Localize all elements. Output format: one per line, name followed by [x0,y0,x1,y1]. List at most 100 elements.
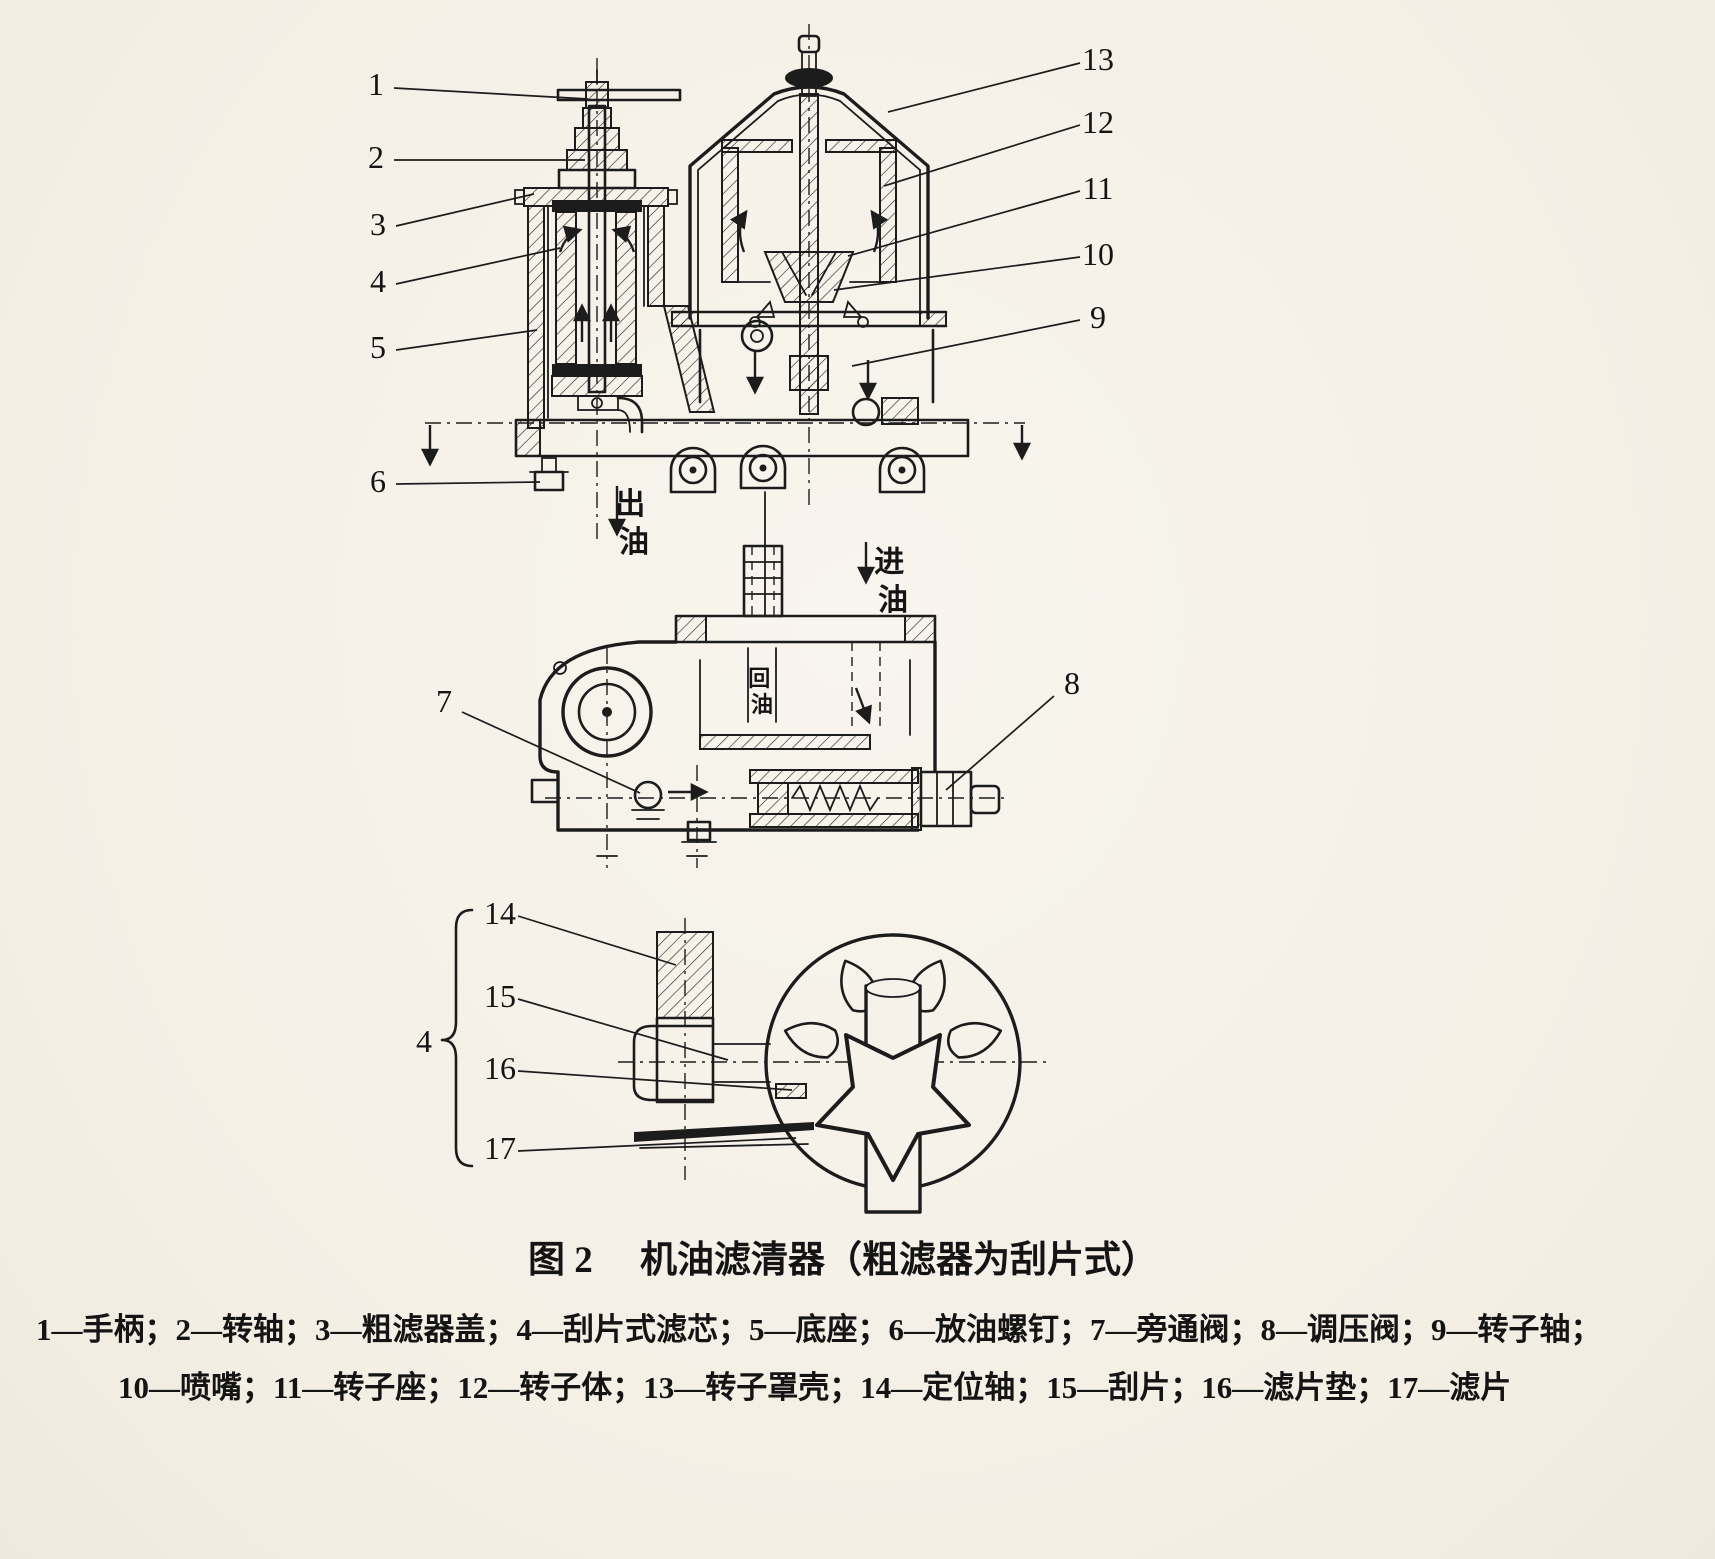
rotor-shaft-boss [789,355,829,391]
valve-washer [911,767,922,831]
drain-screw-head [533,470,565,492]
filter-plate-gasket [775,1083,807,1099]
flow-arrow [729,209,748,253]
callout-13: 13 [1082,41,1114,77]
base-foot [878,446,926,494]
flow-labels: 出 油 进 油 回 油 [615,488,912,717]
outlet-elbow-inner [617,409,631,433]
group-bracket [440,908,474,1168]
cover-flange-left [671,311,699,327]
leader-8 [945,695,1055,791]
flange-hatch-l [675,615,707,643]
leader-13 [887,62,1081,113]
retainer-pin [591,397,603,409]
callout-5: 5 [370,329,386,365]
scraper-detail-section [440,908,1046,1214]
rotor-shaft [799,93,819,415]
leader-17 [517,1137,797,1152]
callout-10: 10 [1082,236,1114,272]
callout-15: 15 [484,978,516,1014]
disc-hole [947,1021,1003,1059]
leader-12 [883,124,1081,187]
flow-arrow [558,225,583,253]
top-flange [674,614,937,644]
passage-port [851,397,881,427]
bolt-hole [887,455,917,485]
handle-hub [585,81,609,109]
valve-plug-hex [919,770,973,828]
oil-return-label: 回 油 [748,666,776,717]
side-bolt [530,778,560,804]
valve-wall-top [749,769,919,784]
rotor-body-top-right [825,139,897,153]
cover-tab-right [667,189,678,205]
vent-hole [553,661,567,675]
bolt-hole [678,455,708,485]
base-section [421,418,1031,537]
callout-4: 4 [370,263,386,299]
nozzle-jet-right [857,316,869,328]
retainer-nut [577,395,619,411]
bottom-bolt [686,820,712,842]
filter-plate-edge [639,1143,809,1149]
nozzle-left [755,300,776,318]
wheel-shaft-top [865,978,921,998]
flange-hatch-r [904,615,936,643]
element-strip-left [555,211,577,365]
callout-7: 7 [436,683,452,719]
bypass-ball [633,780,663,810]
bolt-dot [759,464,767,472]
boss-circle-inner [750,329,764,343]
leader-16 [517,1070,793,1091]
handle-bar [556,88,682,102]
leader-10 [833,256,1081,291]
rotor-seal [785,68,833,88]
leader-6 [395,481,541,485]
element-support [551,375,643,397]
shell-wall-left [527,205,545,429]
leader-11 [847,190,1081,257]
flow-arrow [854,687,872,725]
callout-9: 9 [1090,299,1106,335]
boss-circle [740,319,774,353]
leader-9 [851,319,1081,367]
element-top-plate [552,200,642,212]
callout-bracket-4: 4 [416,1023,432,1059]
positioning-shaft-body [655,1016,715,1104]
callout-2: 2 [368,139,384,175]
shaft-gland-2 [574,127,620,151]
callout-12: 12 [1082,104,1114,140]
callout-11: 11 [1083,170,1114,206]
legend-line-2: 10—喷嘴；11—转子座；12—转子体；13—转子罩壳；14—定位轴；15—刮片… [118,1370,1511,1405]
filter-plate [634,1122,814,1142]
oil-in-label: 进 油 [874,546,912,617]
cover-flange-right [919,311,947,327]
rotor-cover-outer [688,85,930,320]
callout-8: 8 [1064,665,1080,701]
leader-5 [395,329,538,351]
rotor-body-wall-left [721,147,739,283]
element-bottom-plate [552,364,642,376]
pump-body-section [530,542,1010,868]
rotor-body-top-left [721,139,793,153]
callout-14: 14 [484,895,516,931]
drain-screw-stem [541,457,557,473]
bolt-dot [898,466,906,474]
bolt-dot [689,466,697,474]
leader-15 [517,998,729,1061]
callout-17: 17 [484,1130,516,1166]
callout-numbers: 1 2 3 4 5 6 7 8 9 10 11 12 13 14 15 16 1… [368,41,1114,1166]
scraper-filter-section [514,69,682,492]
callout-1: 1 [368,66,384,102]
disc-hole [783,1021,839,1059]
base-slab-hatch [515,419,541,457]
bolt-hole [748,453,778,483]
leader-14 [517,915,677,966]
shell-wall-right [647,205,665,307]
rotor-section [670,34,948,427]
flow-arrow [611,225,636,253]
figure-caption-title: 机油滤清器（粗滤器为刮片式） [640,1239,1158,1281]
leader-1 [393,87,589,100]
leader-3 [395,193,535,227]
